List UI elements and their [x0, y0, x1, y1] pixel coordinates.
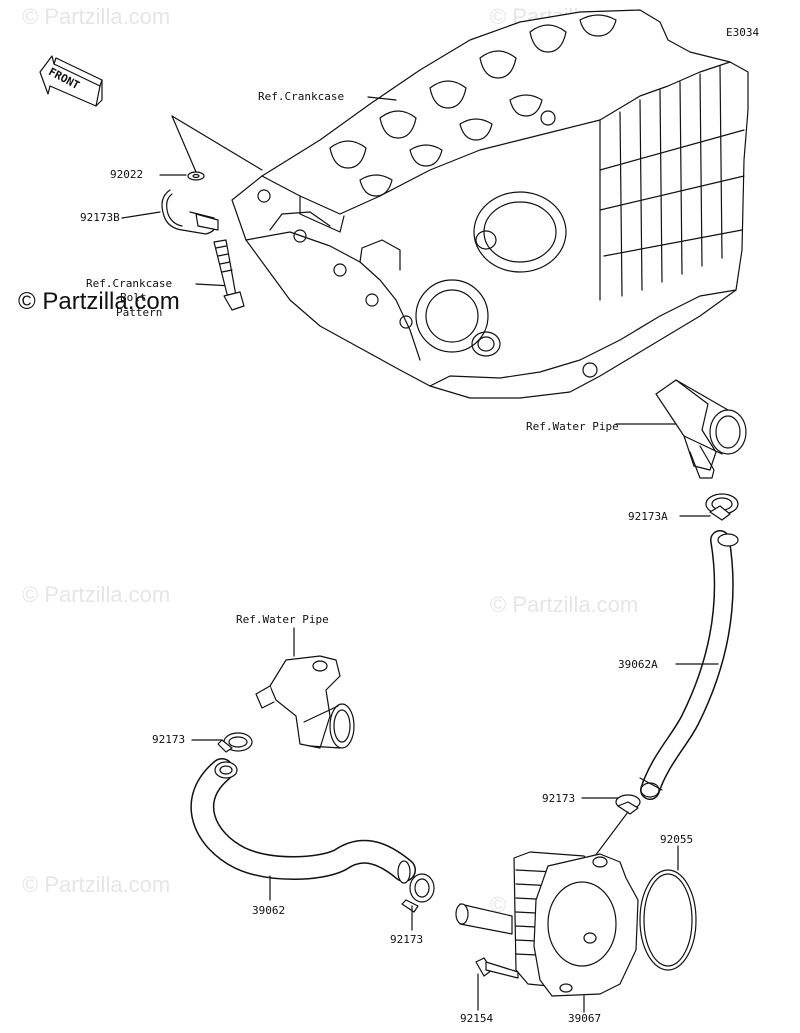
- leader-line: [121, 211, 161, 219]
- clamp-92173A: [705, 493, 739, 521]
- ref-crankcase-bolt-label: Bolt: [120, 291, 147, 304]
- part-label-92173A: 92173A: [628, 510, 668, 523]
- part-label-92173: 92173: [152, 733, 186, 746]
- leader-line: [591, 811, 629, 861]
- water-pipe-right: [655, 379, 747, 479]
- front-arrow-icon: [39, 55, 103, 107]
- watermark: © Partzilla.com: [22, 582, 171, 607]
- ref-water-pipe-label: Ref.Water Pipe: [526, 420, 619, 433]
- clamp-92173-left: [217, 732, 253, 753]
- o-ring-92055: [639, 869, 697, 971]
- part-label-92022: 92022: [110, 168, 144, 181]
- washer-92022: [187, 171, 205, 181]
- diagram-code: E3034: [726, 26, 760, 39]
- clamp-92173-bottom: [401, 873, 435, 913]
- ref-crankcase-bolt-label: Ref.Crankcase: [86, 277, 173, 290]
- ref-crankcase-label: Ref.Crankcase: [258, 90, 345, 103]
- brand-label: © Partzilla.com: [18, 288, 180, 315]
- watermark: © Partzilla.com: [490, 592, 639, 617]
- oil-cooler: [455, 851, 639, 997]
- watermark: © Partzilla.com: [22, 872, 171, 897]
- bolt-crankcase: [213, 239, 245, 311]
- clamp-92173B: [161, 189, 219, 235]
- water-pipe-left: [255, 655, 355, 749]
- crankcase-drawing: [231, 9, 749, 399]
- clamp-92173-right: [615, 794, 641, 815]
- leader-line: [367, 96, 397, 101]
- part-label-92154: 92154: [460, 1012, 494, 1025]
- part-label-92055: 92055: [660, 833, 694, 846]
- bolt-92154: [475, 957, 519, 979]
- hose-39062A: [639, 530, 739, 800]
- part-label-92173: 92173: [390, 933, 424, 946]
- part-label-92173: 92173: [542, 792, 576, 805]
- part-label-39062: 39062: [252, 904, 286, 917]
- watermark: © Partzilla.com: [22, 4, 171, 29]
- part-label-39062A: 39062A: [618, 658, 658, 671]
- hose-39062: [190, 758, 416, 884]
- ref-crankcase-bolt-label: Pattern: [116, 306, 163, 319]
- part-label-39067: 39067: [568, 1012, 602, 1025]
- part-label-92173B: 92173B: [80, 211, 120, 224]
- leader-line: [171, 115, 263, 171]
- ref-water-pipe-label: Ref.Water Pipe: [236, 613, 329, 626]
- leader-line: [171, 115, 197, 173]
